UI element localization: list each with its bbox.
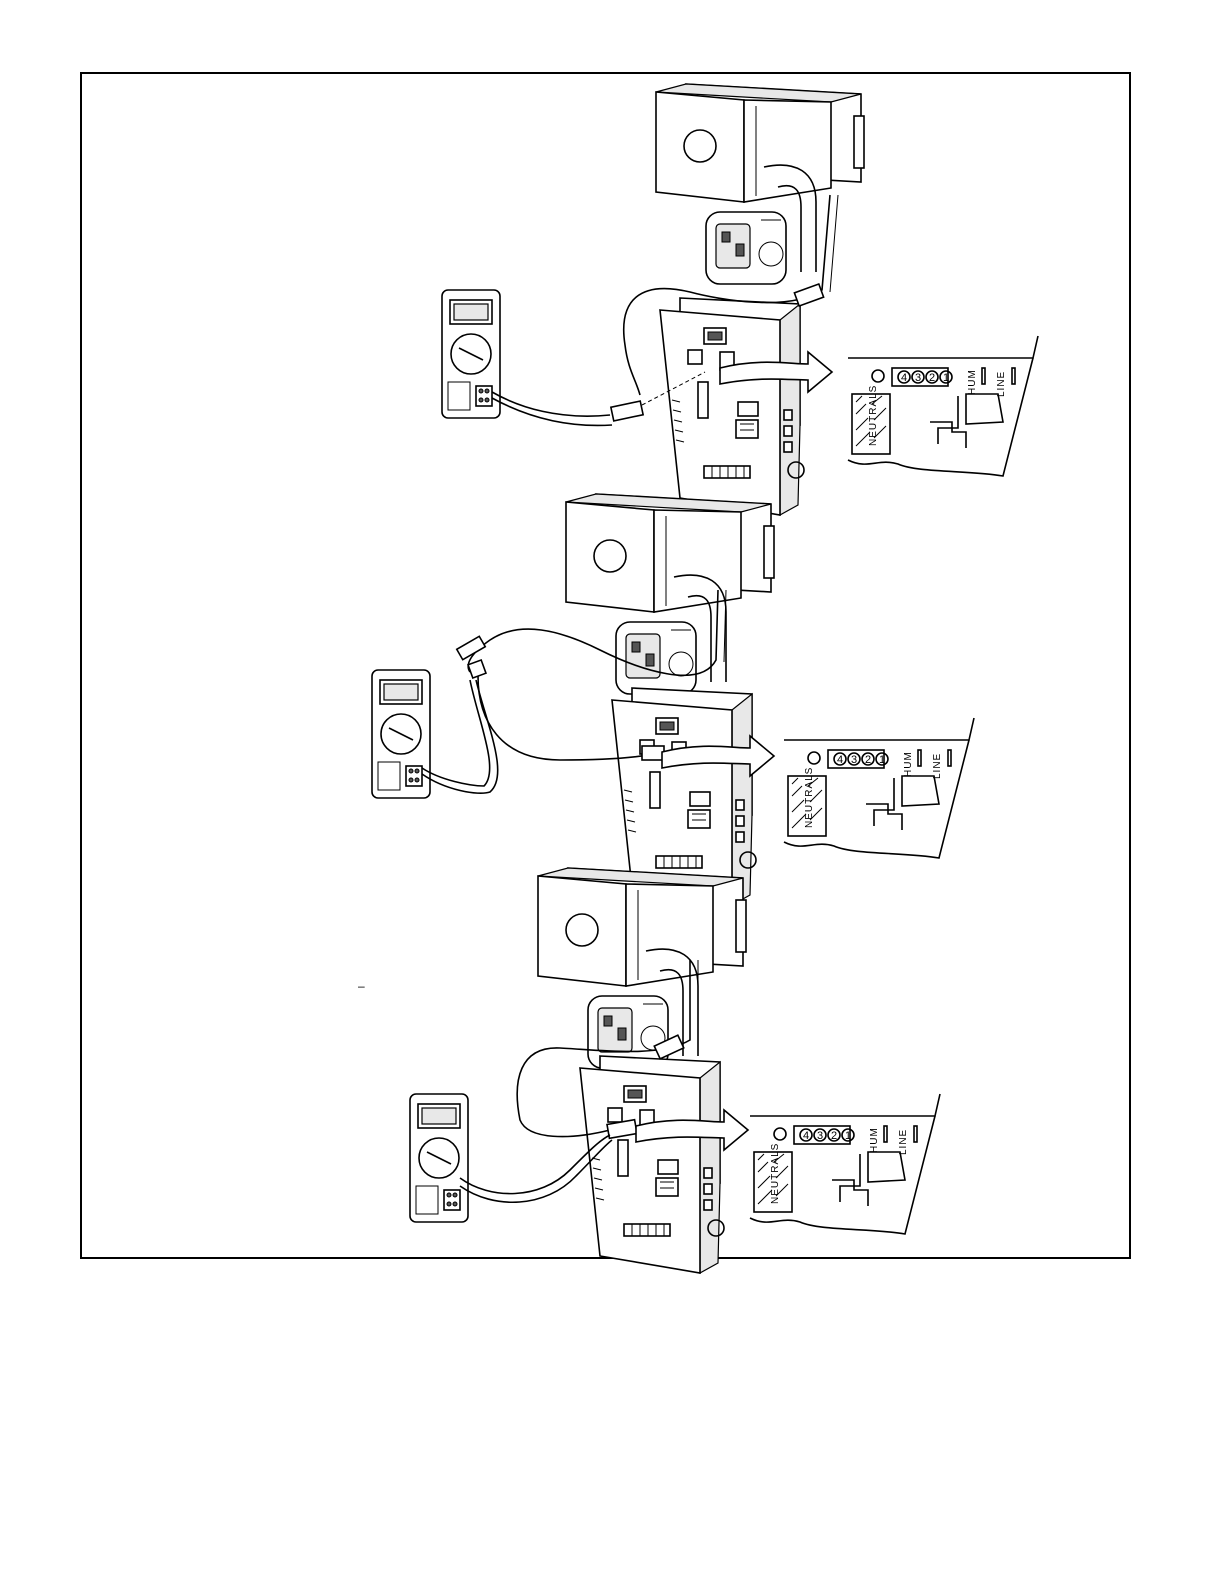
test-connector-2	[468, 660, 486, 678]
pin-label-2: 2	[865, 754, 871, 766]
multimeter-1	[442, 290, 500, 418]
test-connector-1	[611, 401, 643, 421]
hum-label: HUM	[903, 751, 914, 777]
multimeter-2	[372, 670, 430, 798]
pin-label-1: 1	[879, 754, 885, 766]
pin-label-1: 1	[845, 1130, 851, 1142]
harness-plug-1	[794, 284, 823, 306]
panel-2: 4 3 2 1 HUM LINE NEUTRALS	[372, 494, 974, 905]
neutrals-label: NEUTRALS	[804, 767, 815, 828]
humidifier-assembly-3	[538, 868, 746, 1068]
control-board-3	[580, 1056, 724, 1273]
neutrals-label: NEUTRALS	[770, 1143, 781, 1204]
pin-label-3: 3	[817, 1130, 823, 1142]
stray-mark: –	[358, 979, 365, 993]
meter-lead-1	[492, 392, 610, 416]
pin-label-4: 4	[837, 754, 843, 766]
harness-plug-2	[457, 636, 486, 659]
pin-label-3: 3	[851, 754, 857, 766]
board-plug-2	[642, 746, 664, 760]
neutrals-label: NEUTRALS	[868, 385, 879, 446]
panel-1: 4 3 2 1 HUM LINE NEUTRALS	[442, 84, 1038, 515]
hum-label: HUM	[869, 1127, 880, 1153]
pin-label-1: 1	[943, 372, 949, 384]
multimeter-3	[410, 1094, 468, 1222]
line-label: LINE	[898, 1129, 909, 1155]
hum-label: HUM	[967, 369, 978, 395]
line-label: LINE	[996, 371, 1007, 397]
panel-3: 4 3 2 1 HUM LINE NEUTRALS	[410, 868, 940, 1273]
humidifier-assembly-2	[566, 494, 774, 694]
pin-label-2: 2	[831, 1130, 837, 1142]
pin-label-3: 3	[915, 372, 921, 384]
pin-label-2: 2	[929, 372, 935, 384]
control-board-1	[660, 298, 804, 515]
pin-label-4: 4	[901, 372, 907, 384]
line-label: LINE	[932, 753, 943, 779]
pin-label-4: 4	[803, 1130, 809, 1142]
